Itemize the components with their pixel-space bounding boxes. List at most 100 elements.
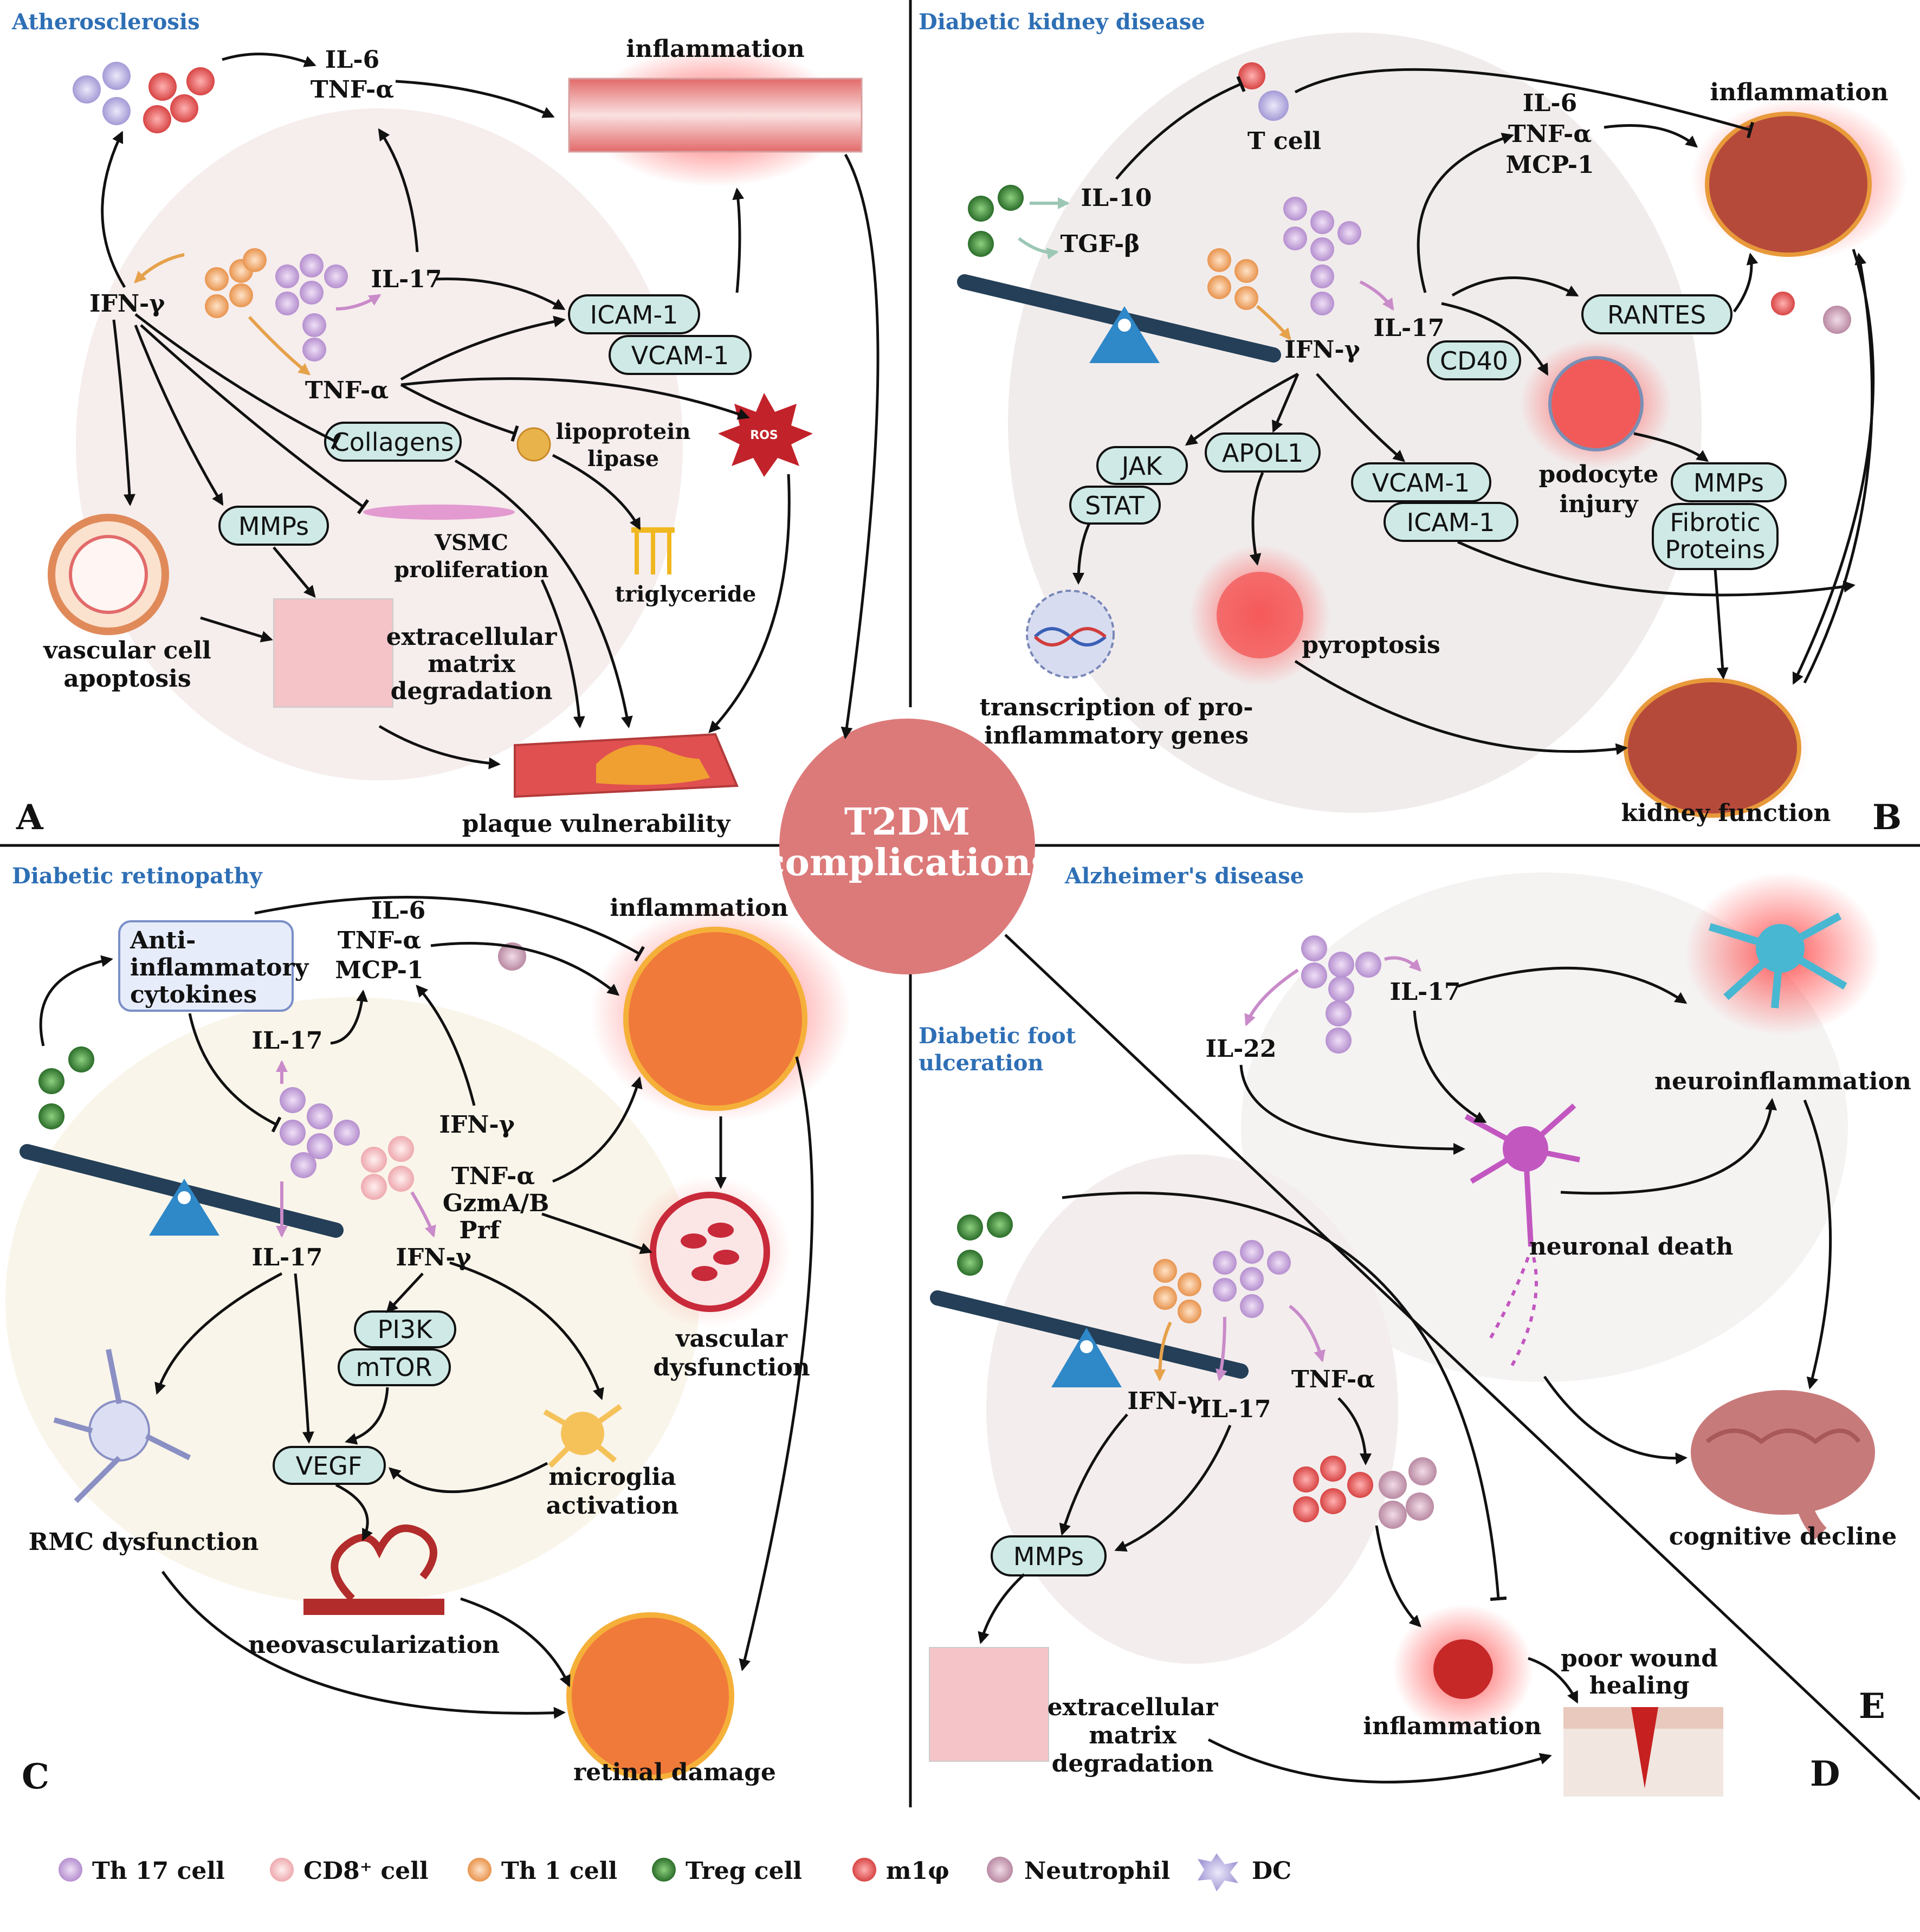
neutrophil-cluster-d — [1379, 1457, 1437, 1529]
svg-text:Collagens: Collagens — [332, 428, 454, 457]
panel-d-ifng: IFN-γ — [1127, 1387, 1203, 1415]
vascular-label-c: vascular — [675, 1325, 788, 1353]
inflamed-eye-image — [623, 927, 807, 1111]
panel-d-title-1: Diabetic foot — [919, 1023, 1076, 1049]
treg-cell-cluster-b — [968, 185, 1024, 257]
cd40-pill: CD40 — [1427, 340, 1521, 380]
vcam1-pill: VCAM-1 — [609, 335, 752, 375]
legend-item-m1: m1φ — [852, 1857, 949, 1885]
kidney-function-label: kidney function — [1621, 799, 1831, 827]
fibrotic-proteins-pill: Fibrotic Proteins — [1652, 503, 1779, 570]
anti-inflammatory-box — [118, 920, 294, 1012]
legend-item-treg: Treg cell — [652, 1857, 802, 1885]
panel-d-tnfa: TNF-α — [1291, 1366, 1375, 1393]
panel-b-letter: B — [1872, 797, 1902, 838]
svg-text:Treg cell: Treg cell — [686, 1857, 802, 1885]
center-subtitle: complications — [762, 841, 1052, 884]
vcam1-pill-b: VCAM-1 — [1351, 462, 1491, 502]
legend-item-th17: Th 17 cell — [59, 1857, 225, 1885]
ecm-label-d-2: matrix — [1089, 1722, 1176, 1749]
svg-text:MMPs: MMPs — [1693, 468, 1764, 497]
neovascularization-label: neovascularization — [248, 1631, 500, 1659]
tgfb-label: TGF-β — [1060, 230, 1140, 258]
panel-d-il17: IL-17 — [1200, 1395, 1271, 1423]
panel-b-mcp1: MCP-1 — [1505, 151, 1594, 179]
vascular-dysfunction-icon — [650, 1192, 770, 1312]
svg-text:MMPs: MMPs — [238, 512, 309, 541]
th17-cell-cluster-d — [1213, 1240, 1291, 1318]
t-cell-label: T cell — [1247, 127, 1321, 155]
panel-a-title: Atherosclerosis — [11, 9, 200, 35]
panel-c-mcp1: MCP-1 — [335, 957, 423, 984]
inflamed-vessel — [568, 77, 863, 153]
panel-c-title: Diabetic retinopathy — [12, 863, 263, 889]
healing-label: healing — [1589, 1672, 1690, 1700]
rantes-pill: RANTES — [1581, 294, 1732, 334]
panel-c-gzm: GzmA/B — [443, 1190, 550, 1217]
activation-label: activation — [546, 1492, 679, 1520]
balance-fulcrum-d — [1051, 1328, 1122, 1387]
panel-d-letter: D — [1810, 1754, 1840, 1794]
svg-text:MMPs: MMPs — [1013, 1542, 1084, 1571]
th17-cell-cluster-c — [280, 1087, 360, 1178]
svg-text:cytokines: cytokines — [130, 981, 257, 1009]
svg-text:ICAM-1: ICAM-1 — [590, 300, 678, 329]
legend: Th 17 cell CD8⁺ cell Th 1 cell Treg cell… — [59, 1853, 1291, 1891]
microglia-label: microglia — [548, 1463, 676, 1491]
mmps-pill: MMPs — [218, 506, 329, 546]
neovascularization-icon — [303, 1524, 444, 1615]
panel-b-title: Diabetic kidney disease — [919, 9, 1205, 35]
neuron-icon — [1464, 1103, 1580, 1367]
panel-e-letter: E — [1859, 1686, 1885, 1727]
collagens-pill: Collagens — [324, 422, 462, 462]
svg-text:STAT: STAT — [1085, 491, 1145, 520]
brain-icon — [1691, 1390, 1875, 1540]
m1-cell-cluster — [143, 67, 215, 133]
svg-text:ICAM-1: ICAM-1 — [1407, 508, 1495, 537]
legend-item-cd8: CD8⁺ cell — [270, 1857, 429, 1885]
wound-skin-icon — [1563, 1707, 1723, 1797]
retina-eye-image — [566, 1612, 734, 1780]
neuronal-death-label: neuronal death — [1529, 1233, 1734, 1261]
panel-c-il17-bottom: IL-17 — [251, 1244, 322, 1271]
rmc-dysfunction-label: RMC dysfunction — [29, 1528, 259, 1556]
panel-e: Alzheimer's disease E IL-17 IL-22 neuroi… — [1064, 863, 1911, 1727]
cognitive-decline-label: cognitive decline — [1669, 1523, 1897, 1550]
svg-text:APOL1: APOL1 — [1222, 438, 1303, 468]
lipase-label: lipase — [587, 446, 659, 471]
kidney-image — [1624, 678, 1801, 818]
podocyte-label: podocyte — [1539, 461, 1659, 488]
center-title: T2DM — [844, 800, 970, 844]
th17-cell-cluster — [275, 254, 348, 361]
svg-text:DC: DC — [1252, 1857, 1291, 1885]
poor-wound-label: poor wound — [1561, 1645, 1718, 1672]
apoptosis-label: apoptosis — [63, 665, 191, 693]
panel-b-il17: IL-17 — [1373, 314, 1444, 342]
panel-c-tnfa: TNF-α — [338, 927, 421, 954]
legend-item-th1: Th 1 cell — [468, 1857, 617, 1885]
th17-cell-cluster-b — [1283, 197, 1361, 315]
panel-b-ifng: IFN-γ — [1284, 336, 1360, 364]
cytokine-il6: IL-6 — [325, 46, 379, 74]
vsmc-cell-icon — [363, 505, 515, 520]
ecm-label-3: degradation — [391, 677, 553, 705]
panel-a: Atherosclerosis A IL-6 TNF-α inflammatio… — [11, 9, 880, 838]
panel-b-il6: IL-6 — [1523, 89, 1577, 117]
treg-cell-cluster-c — [38, 1046, 94, 1129]
ecm-tissue-image — [273, 598, 393, 708]
panel-c-letter: C — [22, 1756, 49, 1797]
svg-text:JAK: JAK — [1120, 451, 1163, 481]
svg-text:CD40: CD40 — [1440, 346, 1508, 376]
vsmc-label: VSMC — [434, 530, 508, 555]
vsmc-proliferation-label: proliferation — [394, 557, 548, 583]
svg-text:m1φ: m1φ — [886, 1857, 949, 1885]
panel-a-inflammation: inflammation — [626, 35, 804, 63]
th17-cell-cluster-e — [1301, 935, 1381, 1054]
inflamed-kidney-image — [1705, 112, 1872, 257]
apol1-pill: APOL1 — [1205, 432, 1321, 473]
m1-cell-cluster-d — [1293, 1456, 1373, 1522]
ecm-label-d-1: extracellular — [1048, 1694, 1219, 1721]
panel-c-prf: Prf — [459, 1217, 501, 1244]
ecm-label-1: extracellular — [386, 623, 558, 651]
panel-d: Diabetic foot ulceration D IFN-γ IL-17 T… — [919, 1023, 1840, 1797]
